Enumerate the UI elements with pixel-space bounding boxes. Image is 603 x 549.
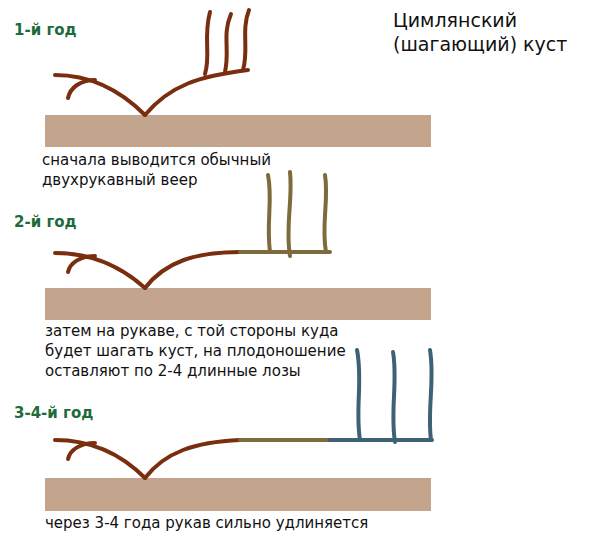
stage-caption: через 3-4 года рукав сильно удлиняется <box>45 513 445 533</box>
vine-year-2 <box>55 172 330 288</box>
year-label: 3-4-й год <box>14 403 134 423</box>
ground-band <box>45 288 431 320</box>
year-label: 1-й год <box>14 20 134 40</box>
stage-caption: затем на рукаве, с той стороны куда буде… <box>45 321 380 381</box>
year-label: 2-й год <box>14 212 134 232</box>
ground-band <box>45 115 431 147</box>
ground-band <box>45 478 431 511</box>
stage-caption: сначала выводится обычный двухрукавный в… <box>42 150 322 190</box>
vine-year-1 <box>55 10 249 115</box>
diagram-title: Цимлянский (шагающий) куст <box>393 8 568 56</box>
